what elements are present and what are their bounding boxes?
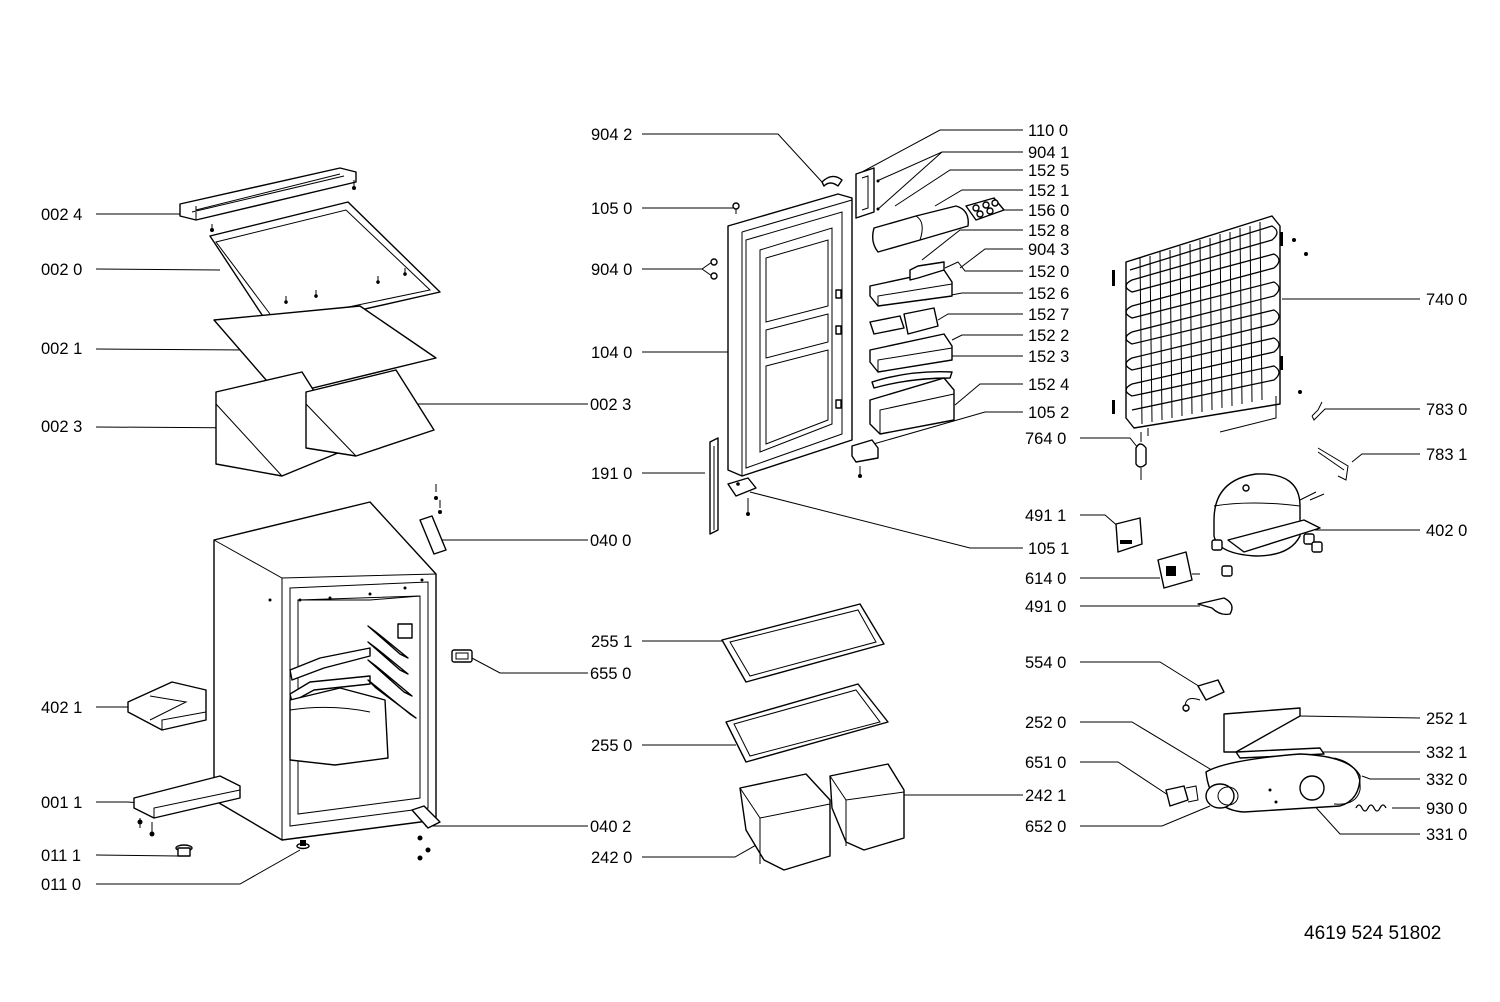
door-assembly bbox=[710, 175, 853, 477]
label-15270: 152 7 bbox=[1028, 306, 1069, 324]
label-15240: 152 4 bbox=[1028, 376, 1069, 394]
label-15260: 152 6 bbox=[1028, 285, 1069, 303]
glass-shelf-upper bbox=[721, 603, 885, 683]
bottle-shelf bbox=[869, 377, 955, 435]
label-90400: 904 0 bbox=[591, 261, 632, 279]
label-65500: 655 0 bbox=[590, 665, 631, 683]
relay-bracket bbox=[1115, 517, 1143, 553]
worktop bbox=[209, 201, 441, 331]
label-15280: 152 8 bbox=[1028, 222, 1069, 240]
lamp-socket bbox=[1205, 783, 1239, 809]
label-93000: 930 0 bbox=[1426, 800, 1467, 818]
butter-compartment bbox=[871, 205, 969, 253]
drip-tray bbox=[127, 681, 207, 731]
label-10520: 105 2 bbox=[1028, 404, 1069, 422]
label-78300: 783 0 bbox=[1426, 401, 1467, 419]
label-24210: 242 1 bbox=[1025, 787, 1066, 805]
label-01100: 011 0 bbox=[41, 876, 81, 894]
cover-relay bbox=[1197, 597, 1233, 616]
label-15230: 152 3 bbox=[1028, 348, 1069, 366]
crisper-box-left bbox=[739, 773, 831, 871]
label-00024: 002 4 bbox=[41, 206, 82, 224]
hinge-bracket bbox=[727, 477, 757, 516]
label-40200: 402 0 bbox=[1426, 522, 1467, 540]
door-shelf-small-boxes bbox=[869, 307, 939, 335]
label-33200: 332 0 bbox=[1426, 771, 1467, 789]
top-cover-trim bbox=[179, 167, 357, 232]
insulation-panel bbox=[213, 305, 437, 397]
label-61400: 614 0 bbox=[1025, 570, 1066, 588]
label-33210: 332 1 bbox=[1426, 744, 1467, 762]
connection-pipe-a bbox=[1311, 401, 1323, 421]
leader-lines bbox=[95, 129, 1421, 885]
door-shelf-1 bbox=[869, 261, 953, 307]
insulation-blocks bbox=[215, 369, 435, 477]
label-49100: 491 0 bbox=[1025, 598, 1066, 616]
label-65100: 651 0 bbox=[1025, 754, 1066, 772]
label-74000: 740 0 bbox=[1426, 291, 1467, 309]
part-labels: 002 4 002 0 002 1 002 3 002 3 040 0 655 … bbox=[41, 122, 1467, 894]
label-49110: 491 1 bbox=[1025, 507, 1066, 525]
door-gasket-strip bbox=[709, 437, 719, 535]
base-rail bbox=[133, 775, 241, 837]
drier-filter bbox=[1135, 432, 1147, 480]
label-15220: 152 2 bbox=[1028, 327, 1069, 345]
catalog-number: 4619 524 51802 bbox=[1304, 923, 1441, 944]
hinge-upper bbox=[419, 484, 447, 555]
label-00023-left: 002 3 bbox=[41, 418, 82, 436]
label-25510: 255 1 bbox=[591, 633, 632, 651]
label-25200: 252 0 bbox=[1025, 714, 1066, 732]
lamp-bulb bbox=[1165, 785, 1199, 807]
connection-pipe-b bbox=[1317, 447, 1349, 481]
crisper-box-right bbox=[829, 763, 905, 851]
label-90410: 904 1 bbox=[1028, 144, 1069, 162]
hinge-lower bbox=[411, 805, 441, 861]
hinge-pin-block bbox=[851, 439, 879, 478]
label-15200: 152 0 bbox=[1028, 263, 1069, 281]
label-11000: 110 0 bbox=[1028, 122, 1068, 140]
condenser-coil bbox=[1112, 215, 1308, 436]
label-55400: 554 0 bbox=[1025, 654, 1066, 672]
label-15600: 156 0 bbox=[1028, 202, 1069, 220]
label-76400: 764 0 bbox=[1025, 430, 1066, 448]
label-24200: 242 0 bbox=[591, 849, 632, 867]
label-10510: 105 1 bbox=[1028, 540, 1069, 558]
label-00020: 002 0 bbox=[41, 261, 82, 279]
label-90430: 904 3 bbox=[1028, 241, 1069, 259]
label-10500: 105 0 bbox=[591, 200, 632, 218]
cabinet-body bbox=[213, 501, 437, 841]
lamp-switch bbox=[1182, 679, 1225, 713]
label-15210: 152 1 bbox=[1028, 182, 1069, 200]
label-90420: 904 2 bbox=[591, 126, 632, 144]
door-shelf-2 bbox=[869, 333, 953, 373]
label-25210: 252 1 bbox=[1426, 710, 1467, 728]
label-25500: 255 0 bbox=[591, 737, 632, 755]
glass-shelf-lower bbox=[725, 683, 889, 763]
label-10400: 104 0 bbox=[591, 344, 632, 362]
egg-tray bbox=[965, 197, 1005, 221]
spring bbox=[1355, 804, 1387, 812]
adjustable-foot bbox=[175, 840, 310, 857]
label-19100: 191 0 bbox=[591, 465, 632, 483]
control-knob bbox=[451, 649, 473, 663]
label-00023-right: 002 3 bbox=[590, 396, 631, 414]
door-handle bbox=[855, 167, 880, 219]
label-40210: 402 1 bbox=[41, 699, 82, 717]
shelf-retainer-bar bbox=[871, 371, 953, 389]
label-33100: 331 0 bbox=[1426, 826, 1467, 844]
compressor bbox=[1211, 473, 1325, 577]
starter-relay bbox=[1157, 551, 1200, 589]
lamp-housing bbox=[1205, 753, 1361, 813]
label-65200: 652 0 bbox=[1025, 818, 1066, 836]
label-78310: 783 1 bbox=[1426, 446, 1467, 464]
label-15250: 152 5 bbox=[1028, 162, 1069, 180]
label-01110: 011 1 bbox=[41, 847, 81, 865]
label-00110: 001 1 bbox=[41, 794, 82, 812]
lamp-cover-clip bbox=[1223, 707, 1301, 753]
label-04000: 040 0 bbox=[590, 532, 631, 550]
label-04020: 040 2 bbox=[590, 818, 631, 836]
label-00021: 002 1 bbox=[41, 340, 82, 358]
lamp-strip bbox=[1235, 747, 1325, 759]
